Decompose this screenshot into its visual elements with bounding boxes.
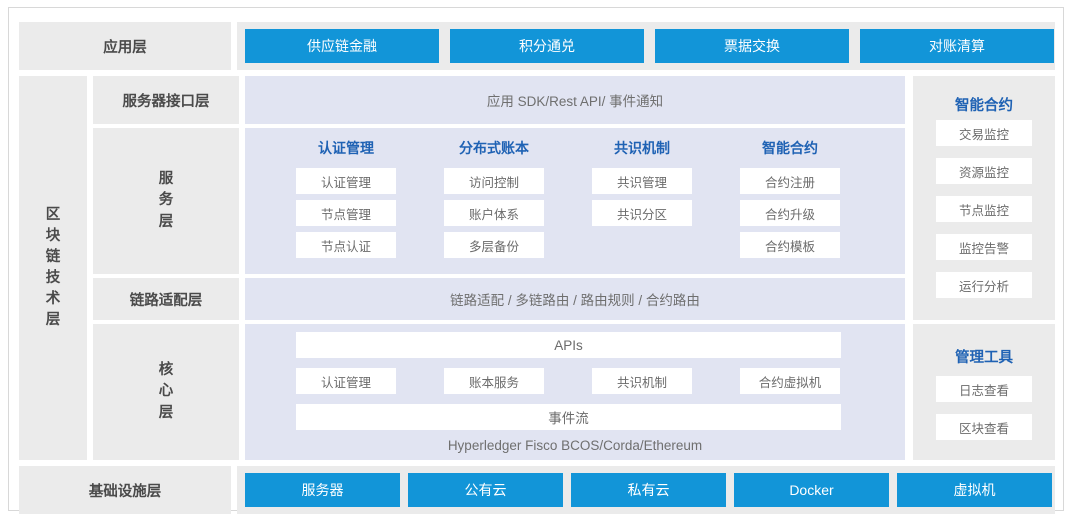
smart-contract-panel-head: 智能合约: [955, 98, 1013, 114]
infra-item-public-cloud[interactable]: 公有云: [408, 473, 563, 507]
smart-contract-item-1[interactable]: 资源监控: [936, 158, 1032, 184]
server-interface-layer-label: 服务器接口层: [93, 76, 239, 124]
app-item-supply-chain-finance[interactable]: 供应链金融: [245, 29, 439, 63]
link-adapter-layer-band: 链路适配 / 多链路由 / 路由规则 / 合约路由: [245, 278, 905, 320]
service-col-head-consensus: 共识机制: [614, 140, 670, 156]
infrastructure-layer-label: 基础设施层: [19, 466, 231, 514]
service-chip-ledger-0[interactable]: 访问控制: [444, 168, 544, 194]
server-interface-layer-band: 应用 SDK/Rest API/ 事件通知: [245, 76, 905, 124]
vlabel-char: 区: [45, 206, 61, 223]
service-chip-smart-contract-1[interactable]: 合约升级: [740, 200, 840, 226]
service-layer-label: 服 务 层: [93, 128, 239, 274]
core-service-consensus[interactable]: 共识机制: [592, 368, 692, 394]
management-tools-item-1[interactable]: 区块查看: [936, 414, 1032, 440]
vlabel-char: 层: [158, 213, 174, 230]
core-apis-bar[interactable]: APIs: [296, 332, 841, 358]
vlabel-char: 技: [45, 270, 61, 286]
service-chip-auth-2[interactable]: 节点认证: [296, 232, 396, 258]
core-service-contract-vm[interactable]: 合约虚拟机: [740, 368, 840, 394]
vlabel-char: 层: [158, 404, 174, 421]
link-adapter-layer-label: 链路适配层: [93, 278, 239, 320]
smart-contract-item-2[interactable]: 节点监控: [936, 196, 1032, 222]
diagram-frame: 应用层 供应链金融 积分通兑 票据交换 对账清算 区 块 链 技 术 层 服务器…: [8, 7, 1064, 514]
core-layer-label: 核 心 层: [93, 324, 239, 460]
management-tools-item-0[interactable]: 日志查看: [936, 376, 1032, 402]
service-chip-consensus-1[interactable]: 共识分区: [592, 200, 692, 226]
core-service-ledger[interactable]: 账本服务: [444, 368, 544, 394]
vlabel-char: 务: [158, 192, 174, 209]
smart-contract-item-4[interactable]: 运行分析: [936, 272, 1032, 298]
service-chip-ledger-1[interactable]: 账户体系: [444, 200, 544, 226]
vlabel-char: 服: [158, 171, 174, 188]
service-col-head-auth: 认证管理: [318, 140, 374, 156]
vlabel-char: 术: [45, 291, 61, 308]
vlabel-char: 链: [45, 248, 61, 265]
blockchain-tech-layer-label: 区 块 链 技 术 层: [19, 76, 87, 460]
service-chip-ledger-2[interactable]: 多层备份: [444, 232, 544, 258]
vlabel-char: 块: [45, 227, 61, 244]
service-chip-auth-1[interactable]: 节点管理: [296, 200, 396, 226]
vlabel-char: 层: [45, 312, 61, 329]
service-chip-smart-contract-0[interactable]: 合约注册: [740, 168, 840, 194]
service-chip-auth-0[interactable]: 认证管理: [296, 168, 396, 194]
infra-item-virtual-machine[interactable]: 虚拟机: [897, 473, 1052, 507]
service-chip-smart-contract-2[interactable]: 合约模板: [740, 232, 840, 258]
service-col-head-ledger: 分布式账本: [459, 140, 529, 156]
core-event-stream-bar[interactable]: 事件流: [296, 404, 841, 430]
management-tools-panel-head: 管理工具: [955, 350, 1013, 366]
smart-contract-item-0[interactable]: 交易监控: [936, 120, 1032, 146]
infra-item-server[interactable]: 服务器: [245, 473, 400, 507]
core-layer-footer-text: Hyperledger Fisco BCOS/Corda/Ethereum: [447, 437, 703, 453]
infra-item-private-cloud[interactable]: 私有云: [571, 473, 726, 507]
core-service-auth[interactable]: 认证管理: [296, 368, 396, 394]
application-layer-label: 应用层: [19, 22, 231, 70]
service-chip-consensus-0[interactable]: 共识管理: [592, 168, 692, 194]
app-item-bill-exchange[interactable]: 票据交换: [655, 29, 849, 63]
service-col-head-smart-contract: 智能合约: [762, 140, 818, 156]
app-item-reconciliation-settlement[interactable]: 对账清算: [860, 29, 1054, 63]
smart-contract-item-3[interactable]: 监控告警: [936, 234, 1032, 260]
vlabel-char: 核: [158, 362, 174, 379]
infra-item-docker[interactable]: Docker: [734, 473, 889, 507]
vlabel-char: 心: [158, 383, 174, 400]
app-item-points-exchange[interactable]: 积分通兑: [450, 29, 644, 63]
